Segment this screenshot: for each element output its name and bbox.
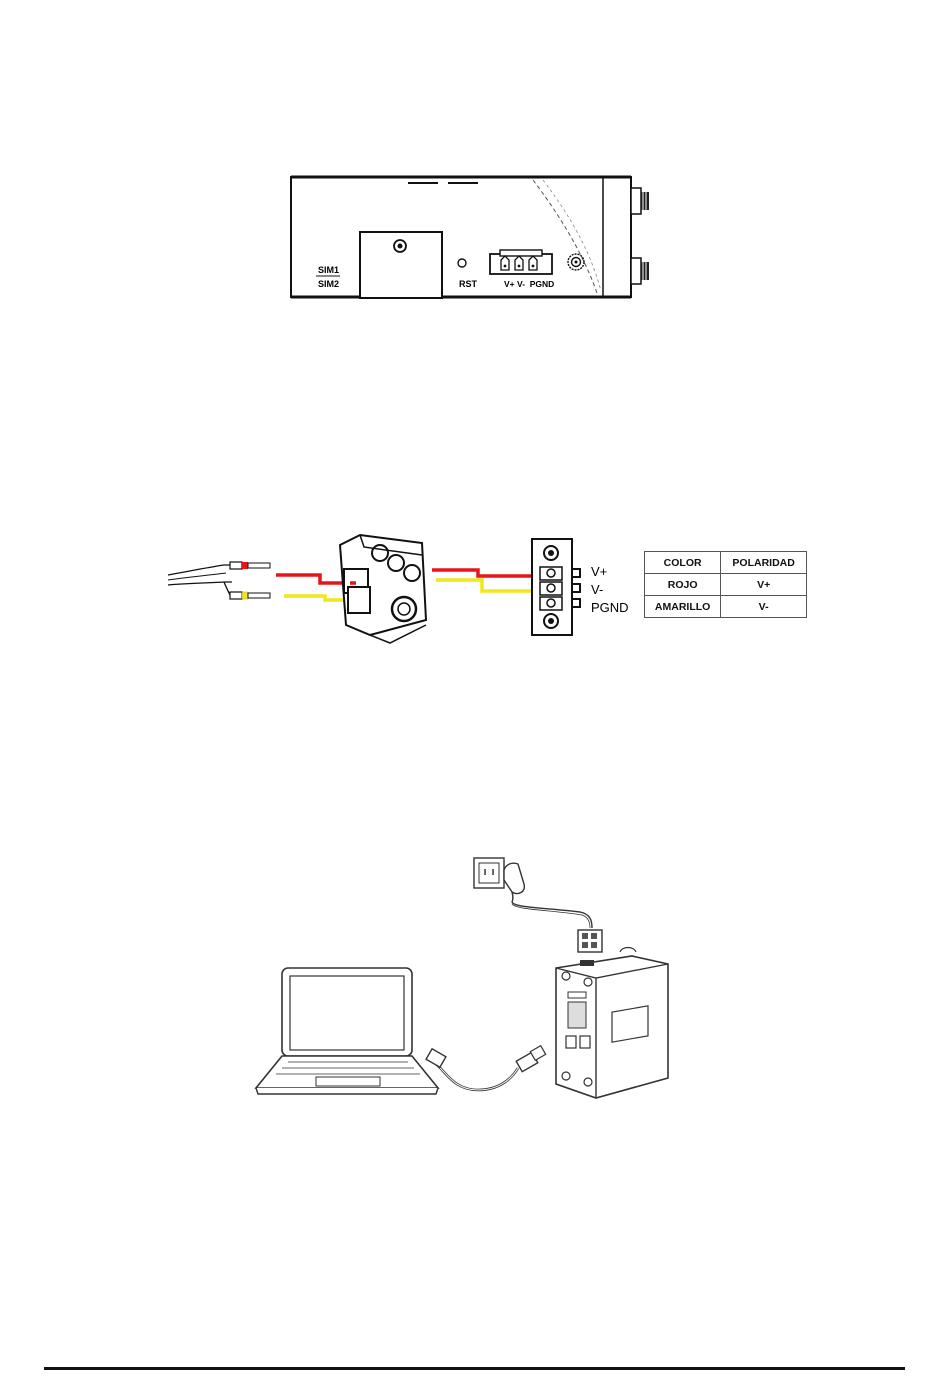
reset-label: RST — [459, 279, 478, 289]
table-row: AMARILLO V- — [645, 596, 807, 618]
connection-scene — [250, 850, 680, 1100]
table-row: ROJO V+ — [645, 574, 807, 596]
power-cable-icon — [168, 562, 270, 599]
pin-label-vplus: V+ — [591, 564, 607, 579]
device-power-connector-icon — [532, 539, 580, 635]
red-wire — [276, 575, 350, 583]
sim1-label: SIM1 — [318, 265, 339, 275]
power-terminal-icon — [490, 250, 552, 274]
router-icon — [556, 948, 668, 1099]
antenna-connector-icon — [631, 188, 649, 214]
power-adapter-icon — [504, 863, 524, 902]
terminal-block-icon — [578, 930, 602, 952]
terminal-block-icon — [340, 535, 426, 643]
table-header: COLOR — [645, 552, 721, 574]
sim2-label: SIM2 — [318, 279, 339, 289]
antenna-connector-icon — [631, 258, 649, 284]
footer-rule — [44, 1367, 905, 1370]
pin-label-pgnd: PGND — [591, 600, 629, 615]
power-label: V+ V- PGND — [504, 279, 554, 289]
table-header: POLARIDAD — [721, 552, 807, 574]
wiring-diagram: V+ V- PGND — [160, 525, 640, 650]
laptop-icon — [256, 968, 438, 1094]
pin-label-vminus: V- — [591, 582, 603, 597]
device-side-view: SIM1 SIM2 RST V+ V- PGND — [288, 166, 668, 304]
power-outlet-icon — [474, 858, 504, 888]
ethernet-cable-icon — [426, 1046, 546, 1090]
polarity-table: COLOR POLARIDAD ROJO V+ AMARILLO V- — [644, 551, 807, 618]
sim-tray — [360, 232, 442, 298]
